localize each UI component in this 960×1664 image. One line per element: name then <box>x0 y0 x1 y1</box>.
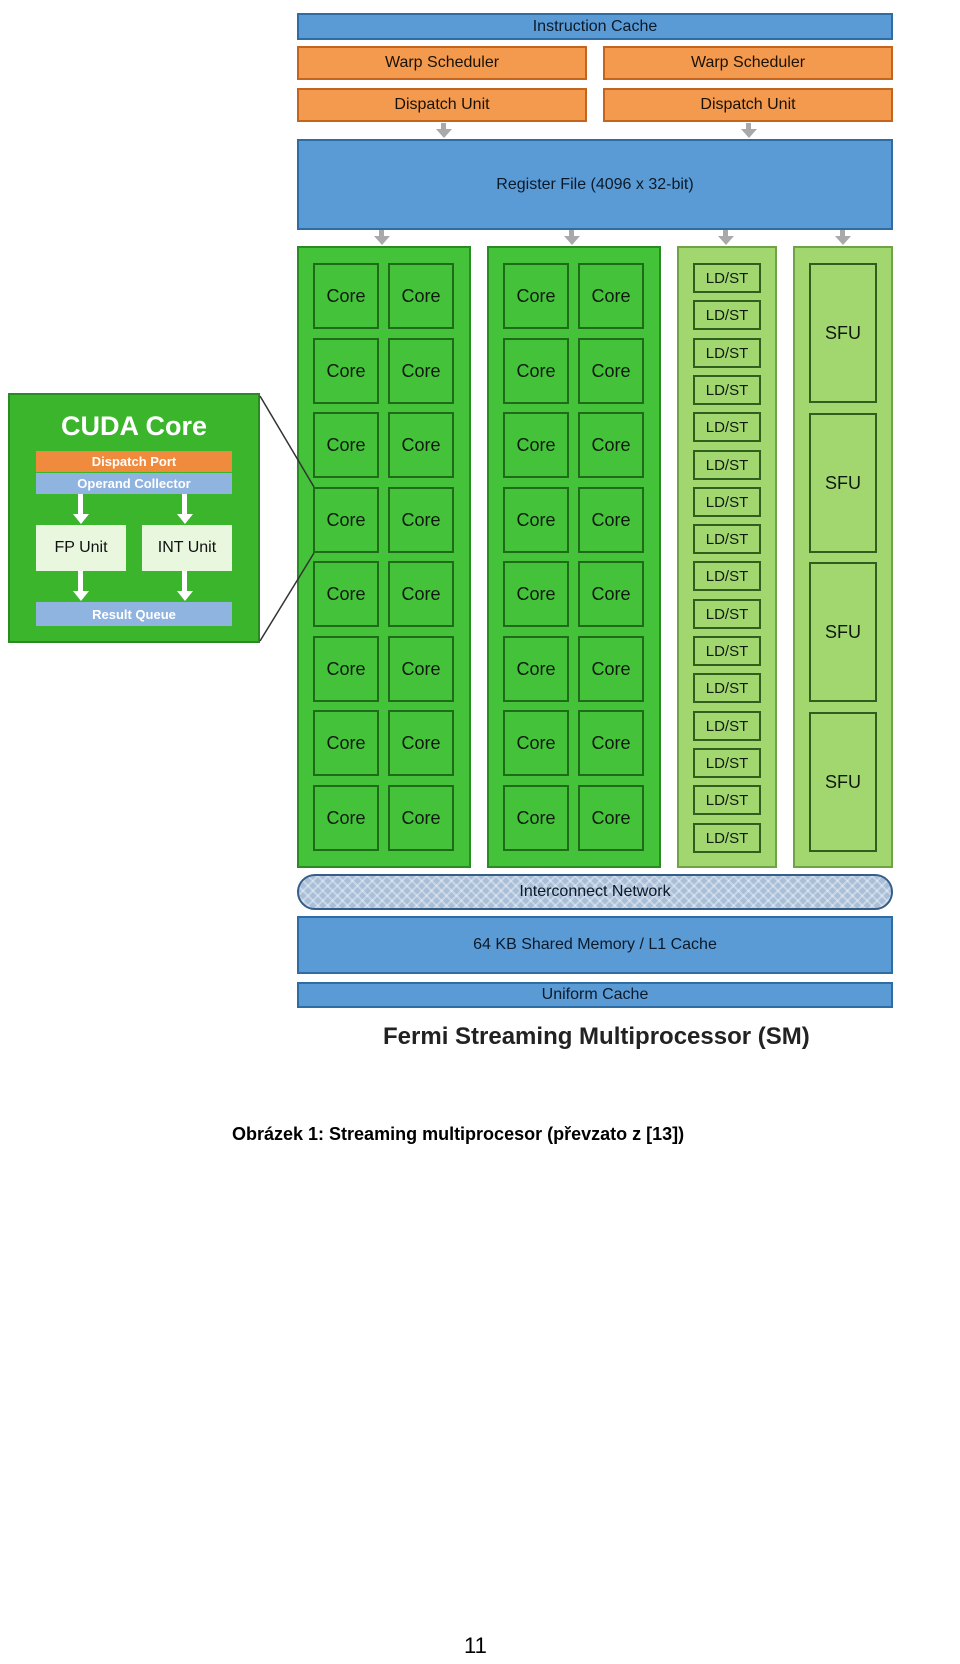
core-unit: Core <box>313 338 379 404</box>
arrow-dispatch-left <box>436 123 452 138</box>
arrow-reg-col2 <box>564 230 580 245</box>
sfu-unit: SFU <box>809 263 877 403</box>
ldst-unit: LD/ST <box>693 487 761 517</box>
core-unit: Core <box>578 636 644 702</box>
inset-connector-top <box>259 395 315 488</box>
ldst-unit: LD/ST <box>693 561 761 591</box>
fp-unit: FP Unit <box>36 525 126 571</box>
core-unit: Core <box>313 710 379 776</box>
core-unit: Core <box>578 412 644 478</box>
arrow-to-int <box>177 494 193 524</box>
result-queue: Result Queue <box>36 602 232 626</box>
core-unit: Core <box>578 338 644 404</box>
arrow-dispatch-right <box>741 123 757 138</box>
ldst-unit: LD/ST <box>693 748 761 778</box>
core-unit: Core <box>503 338 569 404</box>
sfu-unit: SFU <box>809 413 877 553</box>
instruction-cache-label: Instruction Cache <box>532 17 658 35</box>
fp-unit-label: FP Unit <box>54 539 108 556</box>
arrow-int-result <box>177 571 193 601</box>
ldst-unit: LD/ST <box>693 450 761 480</box>
page-number: 11 <box>464 1633 487 1658</box>
instruction-cache: Instruction Cache <box>297 13 893 40</box>
dispatch-port-label: Dispatch Port <box>91 454 177 469</box>
core-unit: Core <box>388 785 454 851</box>
uniform-cache-label: Uniform Cache <box>541 986 649 1003</box>
ldst-unit: LD/ST <box>693 263 761 293</box>
core-unit: Core <box>503 561 569 627</box>
interconnect-label: Interconnect Network <box>519 883 671 900</box>
warp-scheduler-right-label: Warp Scheduler <box>690 54 806 71</box>
core-unit: Core <box>578 561 644 627</box>
ldst-unit: LD/ST <box>693 338 761 368</box>
core-unit: Core <box>503 710 569 776</box>
core-unit: Core <box>313 412 379 478</box>
ldst-unit: LD/ST <box>693 673 761 703</box>
core-unit: Core <box>388 338 454 404</box>
ldst-unit: LD/ST <box>693 524 761 554</box>
arrow-reg-col1 <box>374 230 390 245</box>
ldst-unit: LD/ST <box>693 636 761 666</box>
dispatch-unit-left-label: Dispatch Unit <box>394 96 490 113</box>
ldst-unit: LD/ST <box>693 823 761 853</box>
dispatch-port: Dispatch Port <box>36 451 232 472</box>
core-unit: Core <box>313 785 379 851</box>
sfu-unit: SFU <box>809 712 877 852</box>
dispatch-unit-left: Dispatch Unit <box>297 88 587 122</box>
ldst-unit: LD/ST <box>693 300 761 330</box>
core-unit: Core <box>503 263 569 329</box>
uniform-cache: Uniform Cache <box>297 982 893 1008</box>
core-unit: Core <box>313 636 379 702</box>
register-file: Register File (4096 x 32-bit) <box>297 139 893 230</box>
result-queue-label: Result Queue <box>92 606 176 622</box>
core-unit: Core <box>388 636 454 702</box>
dispatch-unit-right-label: Dispatch Unit <box>700 96 796 113</box>
core-unit: Core <box>503 636 569 702</box>
shared-memory: 64 KB Shared Memory / L1 Cache <box>297 916 893 974</box>
shared-memory-label: 64 KB Shared Memory / L1 Cache <box>473 936 717 953</box>
core-unit: Core <box>578 263 644 329</box>
core-unit: Core <box>503 487 569 553</box>
operand-collector-label: Operand Collector <box>77 476 191 491</box>
arrow-fp-result <box>73 571 89 601</box>
warp-scheduler-right: Warp Scheduler <box>603 46 893 80</box>
ldst-unit: LD/ST <box>693 412 761 442</box>
core-unit: Core <box>578 487 644 553</box>
figure-caption: Obrázek 1: Streaming multiprocesor (přev… <box>232 1124 685 1144</box>
sfu-unit: SFU <box>809 562 877 702</box>
ldst-unit: LD/ST <box>693 711 761 741</box>
core-unit: Core <box>313 487 379 553</box>
core-unit: Core <box>503 785 569 851</box>
register-file-label: Register File (4096 x 32-bit) <box>496 175 694 193</box>
arrow-to-fp <box>73 494 89 524</box>
core-unit: Core <box>313 561 379 627</box>
cuda-core-inset: CUDA Core Dispatch Port Operand Collecto… <box>8 393 260 643</box>
cuda-core-title: CUDA Core <box>60 411 207 441</box>
inset-connector-bottom <box>259 552 315 642</box>
arrow-reg-col4 <box>835 230 851 245</box>
arrow-reg-col3 <box>718 230 734 245</box>
core-unit: Core <box>578 785 644 851</box>
core-unit: Core <box>388 412 454 478</box>
int-unit-label: INT Unit <box>157 539 217 556</box>
operand-collector: Operand Collector <box>36 473 232 494</box>
ldst-unit: LD/ST <box>693 785 761 815</box>
core-unit: Core <box>388 710 454 776</box>
ldst-unit: LD/ST <box>693 599 761 629</box>
core-unit: Core <box>388 263 454 329</box>
core-unit: Core <box>503 412 569 478</box>
core-unit: Core <box>388 487 454 553</box>
dispatch-unit-right: Dispatch Unit <box>603 88 893 122</box>
sm-title: Fermi Streaming Multiprocessor (SM) <box>383 1023 810 1050</box>
core-unit: Core <box>313 263 379 329</box>
warp-scheduler-left: Warp Scheduler <box>297 46 587 80</box>
interconnect-network: Interconnect Network <box>297 874 893 910</box>
core-unit: Core <box>388 561 454 627</box>
warp-scheduler-left-label: Warp Scheduler <box>384 54 500 71</box>
core-unit: Core <box>578 710 644 776</box>
int-unit: INT Unit <box>142 525 232 571</box>
ldst-unit: LD/ST <box>693 375 761 405</box>
